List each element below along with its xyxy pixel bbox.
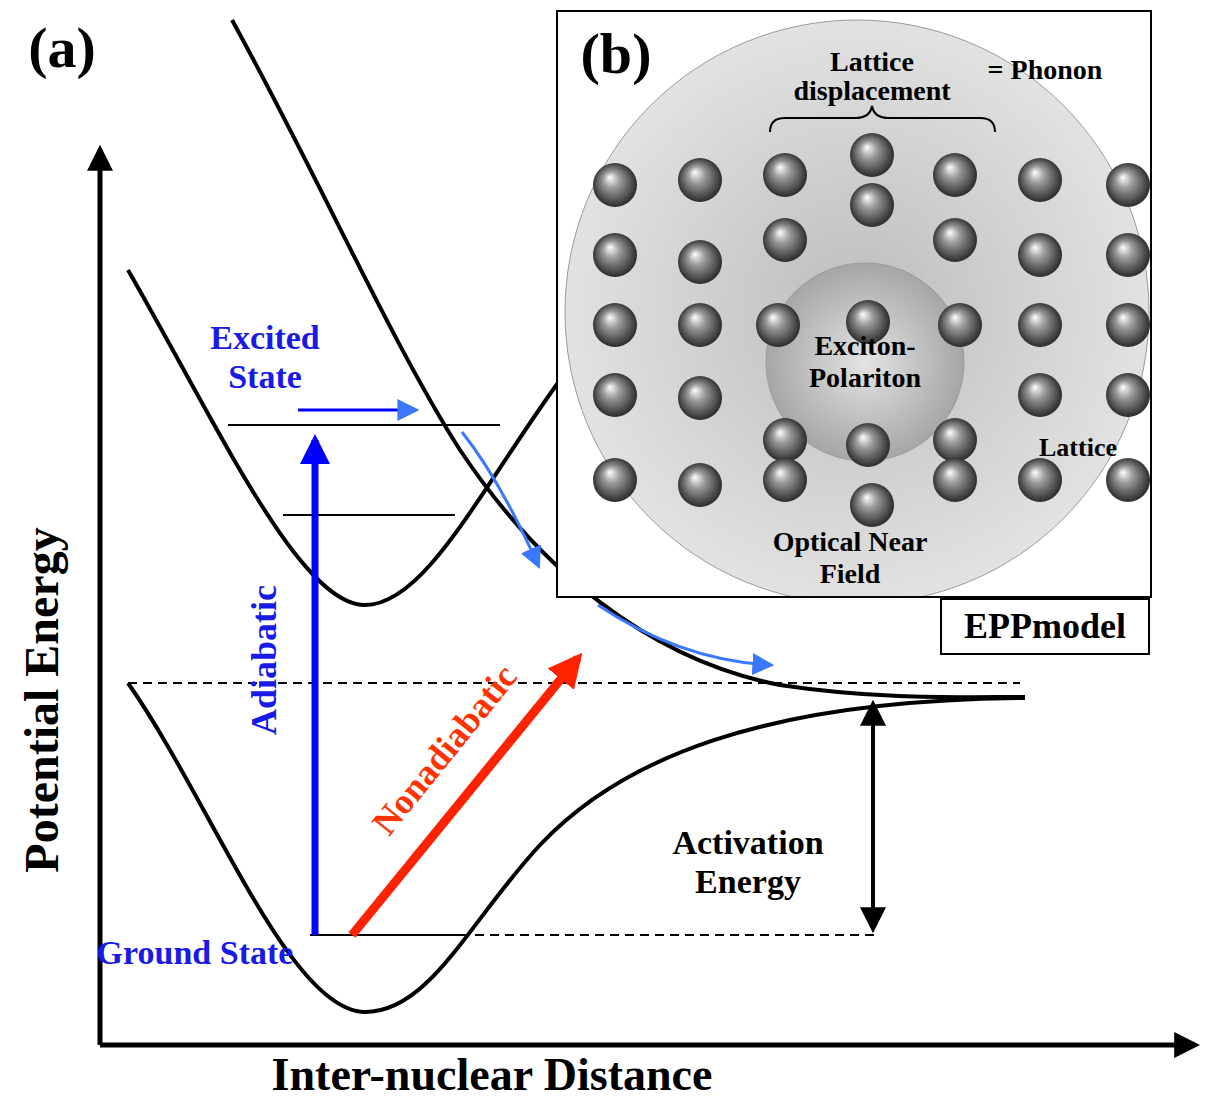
lattice-atom	[850, 183, 894, 227]
lattice-atom	[1106, 458, 1150, 502]
lattice-atom	[1106, 163, 1150, 207]
region-label: Optical Near Field	[755, 526, 945, 590]
lattice-atom	[593, 233, 637, 277]
lattice-atom	[593, 458, 637, 502]
circle-shape	[565, 20, 1149, 598]
vibrational-level	[310, 934, 460, 936]
lattice-atom	[850, 133, 894, 177]
transition-label: Adiabatic	[244, 585, 285, 735]
excited-state-curve	[128, 270, 560, 605]
lattice-atom	[1018, 458, 1062, 502]
ground-level-dashed-line	[460, 934, 875, 936]
x-axis	[100, 1043, 1195, 1048]
dissociation-arrow	[462, 432, 538, 565]
lattice-atom	[678, 158, 722, 202]
state-label: Ground State	[95, 933, 295, 972]
panel-label: (b)	[581, 21, 652, 88]
region-label: Exciton-Polariton	[790, 330, 940, 394]
lattice-atom	[678, 463, 722, 507]
lattice-atom	[678, 376, 722, 420]
lattice-atom	[933, 418, 977, 462]
transfer-arrow	[298, 409, 415, 412]
model-label: EPPmodel	[964, 606, 1126, 647]
lattice-atom	[846, 300, 890, 344]
lattice-atom	[593, 163, 637, 207]
lattice-atom	[593, 303, 637, 347]
lattice-atom	[756, 303, 800, 347]
axis-title: Potential Energy	[14, 527, 69, 872]
lattice-label: Lattice	[1039, 433, 1117, 463]
lattice-atom	[933, 153, 977, 197]
adiabatic-arrow	[312, 440, 319, 935]
lattice-atom	[846, 423, 890, 467]
model-box: EPPmodel	[940, 598, 1150, 655]
lattice-atom	[1018, 233, 1062, 277]
lattice-atom	[763, 418, 807, 462]
panel-label: (a)	[28, 15, 96, 82]
axis-title: Inter-nuclear Distance	[272, 1049, 713, 1102]
lattice-atom	[1106, 303, 1150, 347]
lattice-atom	[763, 153, 807, 197]
lattice-atom	[763, 218, 807, 262]
displacement-brace	[770, 106, 995, 132]
lattice-atom	[678, 240, 722, 284]
lattice-atom	[938, 303, 982, 347]
lattice-atom	[593, 373, 637, 417]
lattice-atom	[763, 458, 807, 502]
lattice-atom	[933, 218, 977, 262]
activation-energy-arrow	[871, 705, 875, 928]
lattice-atom	[1106, 373, 1150, 417]
dissociation-arrow	[598, 605, 770, 665]
energy-label: Activation Energy	[638, 823, 858, 901]
lattice-atom	[678, 303, 722, 347]
lattice-atom	[1018, 373, 1062, 417]
lattice-label: Lattice displacement	[777, 47, 967, 106]
lattice-atom	[1106, 233, 1150, 277]
vibrational-level	[228, 424, 500, 426]
lattice-atom	[933, 458, 977, 502]
vibrational-level	[283, 514, 455, 516]
lattice-atom	[850, 483, 894, 527]
phonon-label: = Phonon	[988, 54, 1103, 86]
lattice-atom	[1018, 303, 1062, 347]
state-label: Excited State	[180, 318, 350, 396]
lattice-atom	[1018, 158, 1062, 202]
y-axis	[98, 150, 103, 1045]
